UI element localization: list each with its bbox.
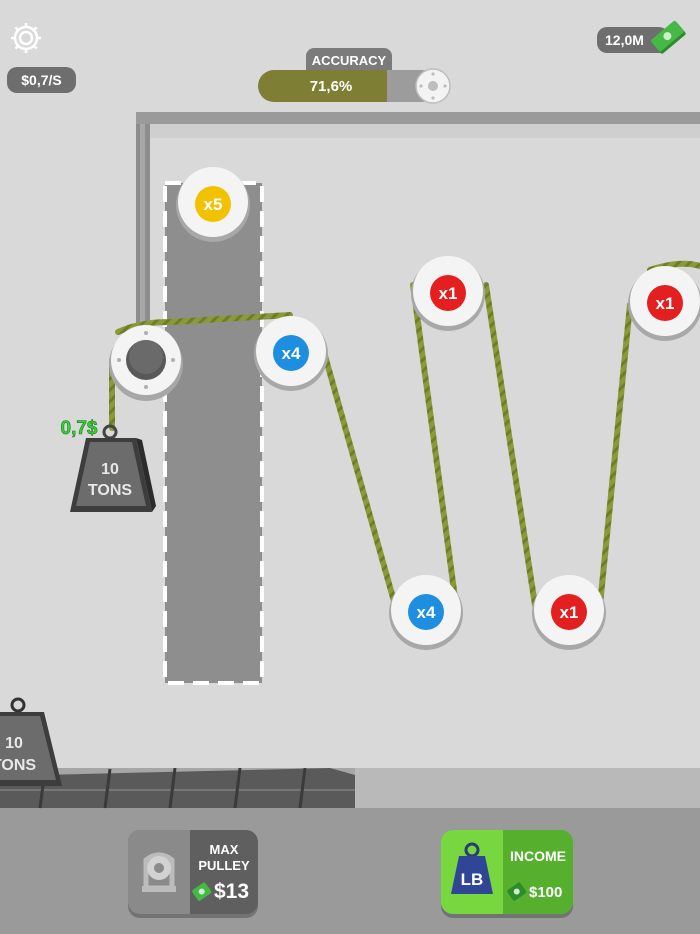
max-pulley-price: $13 (214, 880, 250, 903)
pulley-p3[interactable]: x1 (411, 256, 485, 331)
pulley-p2[interactable]: x4 (389, 575, 463, 650)
top-pipe (136, 112, 700, 124)
pulley-p3-mult: x1 (439, 284, 458, 303)
main-weight-line2: TONS (88, 482, 132, 499)
pulley-p5[interactable]: x1 (628, 266, 700, 341)
conveyor-weight-line2: TONS (0, 757, 36, 774)
accuracy-bar: 71,6% (258, 70, 438, 102)
income-icon-text: LB (461, 870, 484, 889)
earning-popup: 0,7$ (61, 418, 98, 439)
income-icon-panel: LB (441, 830, 503, 914)
accuracy-label: ACCURACY (306, 48, 392, 72)
floor (0, 808, 700, 934)
income-button[interactable]: LB INCOME $100 (441, 830, 573, 914)
weight-lb-icon: LB (451, 842, 493, 894)
pulley-p1[interactable]: x4 (254, 316, 328, 391)
income-price: $100 (529, 884, 563, 901)
max-pulley-title-line2: PULLEY (198, 858, 250, 873)
cash-stack-icon (651, 20, 686, 54)
pulley-p5-mult: x1 (656, 294, 675, 313)
cash-icon (192, 882, 212, 901)
pulley-stored[interactable]: x5 (176, 167, 250, 242)
pulley-p4-mult: x1 (560, 603, 579, 622)
pulley-stored-mult: x5 (204, 195, 223, 214)
conveyor (0, 767, 355, 809)
accuracy-fill (258, 70, 387, 102)
settings-gear-icon[interactable] (8, 20, 44, 56)
pulley-icon (142, 852, 176, 892)
accuracy-wheel-icon (415, 68, 451, 104)
pulley-slot[interactable] (165, 183, 262, 683)
pulley-p1-mult: x4 (282, 344, 301, 363)
max-pulley-title-line1: MAX (209, 842, 239, 857)
main-wheel (109, 325, 183, 401)
accuracy-value: 71,6% (309, 77, 353, 95)
main-weight: 10 TONS (70, 424, 156, 512)
ground-step (355, 768, 700, 810)
main-weight-line1: 10 (101, 461, 119, 478)
pulley-p2-mult: x4 (417, 603, 436, 622)
conveyor-weight: 10 TONS (0, 697, 62, 786)
pulley-p4[interactable]: x1 (532, 575, 606, 650)
income-rate: $0,7/S (7, 67, 76, 93)
max-pulley-button[interactable]: MAX PULLEY $13 (128, 830, 258, 914)
conveyor-weight-line1: 10 (5, 735, 23, 752)
cash-icon (507, 882, 527, 901)
max-pulley-icon-panel (128, 830, 190, 914)
income-title: INCOME (510, 848, 566, 864)
